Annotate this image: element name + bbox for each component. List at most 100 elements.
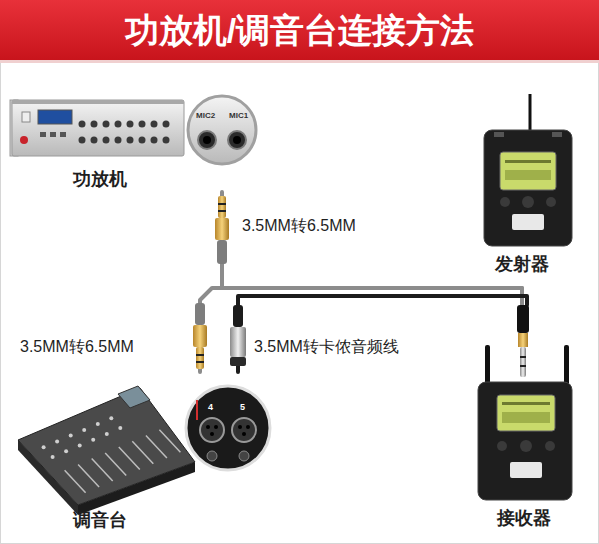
- mixer-plug: [196, 347, 204, 369]
- device-box: 功放机: [8, 92, 262, 192]
- amplifier-plug: [215, 196, 229, 264]
- receiver-figure: [478, 345, 572, 500]
- xlr-plug: [230, 327, 246, 357]
- amplifier-plug: [218, 203, 226, 205]
- receiver-figure: [545, 441, 555, 451]
- mixer-figure: [51, 455, 55, 459]
- mixer-plug: [196, 361, 204, 363]
- amplifier-figure: [79, 121, 170, 144]
- mixer-figure: [96, 422, 100, 426]
- title-banner: [0, 0, 599, 63]
- receiver-plug: [520, 347, 526, 377]
- amplifier-figure: [151, 121, 158, 128]
- device-caption: 发射器: [495, 253, 549, 275]
- title-banner: [0, 0, 599, 60]
- receiver-figure: [520, 440, 532, 452]
- transmitter-figure: [484, 130, 572, 246]
- mixer-figure: [64, 449, 68, 453]
- mixer-figure: [78, 443, 82, 447]
- receiver-plug: [520, 365, 526, 367]
- amplifier-plug: [215, 218, 229, 240]
- title-text: 功放机/调音台连接方法: [0, 0, 599, 60]
- amplifier-figure: [38, 110, 72, 124]
- mixer-inset: [239, 451, 249, 461]
- receiver-plug: [517, 305, 529, 377]
- amplifier-figure: [115, 121, 122, 128]
- amplifier-inset: [233, 136, 241, 144]
- mixer-figure: [65, 430, 181, 493]
- amplifier-figure: [127, 121, 134, 128]
- mixer-figure: [105, 453, 126, 476]
- mixer-figure: [91, 438, 95, 442]
- amplifier-figure: [20, 136, 28, 144]
- transmitter-figure: [494, 132, 504, 137]
- xlr-plug: [233, 305, 243, 327]
- jack-label: MIC1: [229, 112, 248, 121]
- mixer-inset: [238, 425, 242, 429]
- device-caption: 调音台: [73, 509, 127, 531]
- mixer-inset: [246, 425, 250, 429]
- mixer-figure: [105, 432, 109, 436]
- mixer-inset: [207, 451, 217, 461]
- transmitter-figure: [505, 170, 551, 180]
- receiver-figure: [485, 345, 490, 387]
- jack-label: MIC2: [196, 112, 215, 121]
- receiver-plug: [520, 356, 526, 358]
- mixer-figure: [55, 439, 59, 443]
- mixer-plug: [195, 303, 205, 325]
- receiver-figure: [497, 441, 507, 451]
- mixer-figure: [118, 386, 150, 408]
- receiver-figure: [502, 402, 550, 405]
- amplifier-figure: [91, 121, 98, 128]
- amplifier-plug: [218, 210, 226, 212]
- audio-cable: [238, 296, 527, 372]
- title-banner: [0, 60, 599, 63]
- mixer-figure: [159, 430, 180, 453]
- mixer-inset: [186, 386, 270, 470]
- amplifier-figure: [40, 132, 46, 137]
- cable-label: 3.5MM转6.5MM: [240, 216, 358, 236]
- amplifier-figure: [22, 112, 30, 122]
- mixer-figure: [118, 426, 122, 430]
- receiver-figure: [510, 462, 542, 478]
- amplifier-figure: [151, 137, 158, 144]
- mixer-inset: [232, 418, 256, 442]
- mixer-figure: [42, 445, 46, 449]
- audio-cable: [200, 288, 522, 372]
- transmitter-figure: [512, 214, 544, 230]
- mixer-figure: [146, 436, 167, 459]
- amplifier-figure: [163, 137, 170, 144]
- device-box: 调音台: [8, 372, 275, 536]
- transmitter-figure: [484, 94, 572, 246]
- amplifier-figure: [115, 137, 122, 144]
- mixer-inset: [200, 418, 224, 442]
- mixer-inset: [186, 386, 270, 470]
- amplifier-figure: [139, 137, 146, 144]
- amplifier-plug: [217, 240, 227, 264]
- transmitter-figure: [500, 152, 556, 190]
- mixer-figure: [82, 428, 86, 432]
- mixer-figure: [78, 464, 99, 487]
- receiver-figure: [502, 412, 550, 423]
- device-caption: 接收器: [497, 507, 551, 529]
- transmitter-figure: [500, 197, 510, 207]
- mixer-figure: [92, 459, 113, 482]
- mixer-figure: [18, 386, 195, 515]
- xlr-plug: [230, 305, 246, 366]
- amplifier-inset: [188, 96, 256, 164]
- mixer-figure: [18, 388, 195, 505]
- receiver-figure: [564, 345, 569, 387]
- transmitter-figure: [529, 94, 532, 132]
- receiver-figure: [478, 382, 572, 500]
- amplifier-inset: [188, 96, 256, 164]
- amplifier-figure: [12, 100, 184, 156]
- mixer-figure: [65, 470, 86, 493]
- transmitter-figure: [552, 132, 562, 137]
- amplifier-inset: [198, 131, 216, 149]
- mixer-inset: [210, 432, 214, 436]
- mixer-inset: [214, 425, 218, 429]
- cable-label: 3.5MM转卡侬音频线: [252, 337, 401, 357]
